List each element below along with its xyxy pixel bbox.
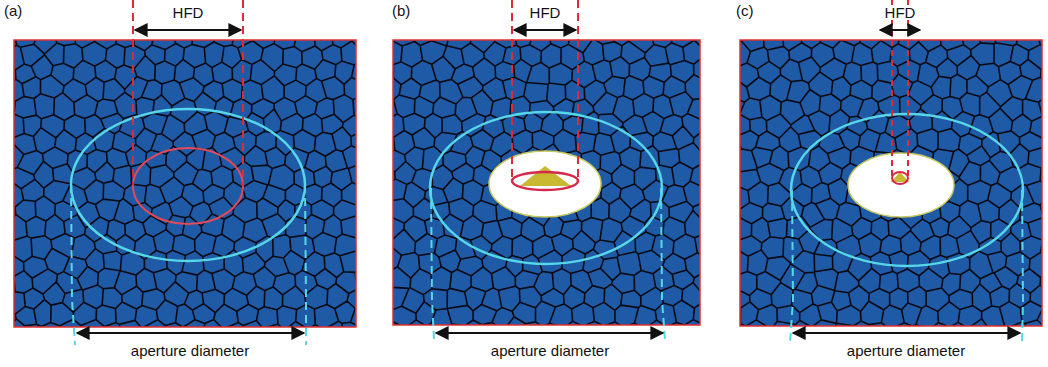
panel-a <box>0 0 417 367</box>
panel-label: (a) <box>2 3 24 18</box>
grain-cells <box>393 40 700 325</box>
dimension-label: aperture diameter <box>845 343 967 358</box>
panel-b <box>329 0 757 367</box>
hfd-label: HFD <box>528 5 563 20</box>
hfd-label: HFD <box>171 5 206 20</box>
white-spot <box>489 151 601 217</box>
hfd-ellipse <box>892 172 908 184</box>
hfd-ellipse <box>133 148 243 224</box>
grain-cells <box>14 40 356 327</box>
panel-c <box>676 0 1048 367</box>
white-spot <box>848 153 954 217</box>
panel-label: (b) <box>390 3 412 18</box>
dimension-label: aperture diameter <box>489 343 611 358</box>
grain-cells <box>740 40 1042 326</box>
dimension-label: aperture diameter <box>129 343 251 358</box>
cell-texture <box>740 40 1042 326</box>
hfd-ellipse <box>512 172 578 190</box>
cell-texture <box>393 40 700 325</box>
panel-label: (c) <box>734 3 756 18</box>
hfd-label: HFD <box>883 5 918 20</box>
cell-texture <box>14 40 356 327</box>
aperture-ellipse <box>71 109 305 261</box>
